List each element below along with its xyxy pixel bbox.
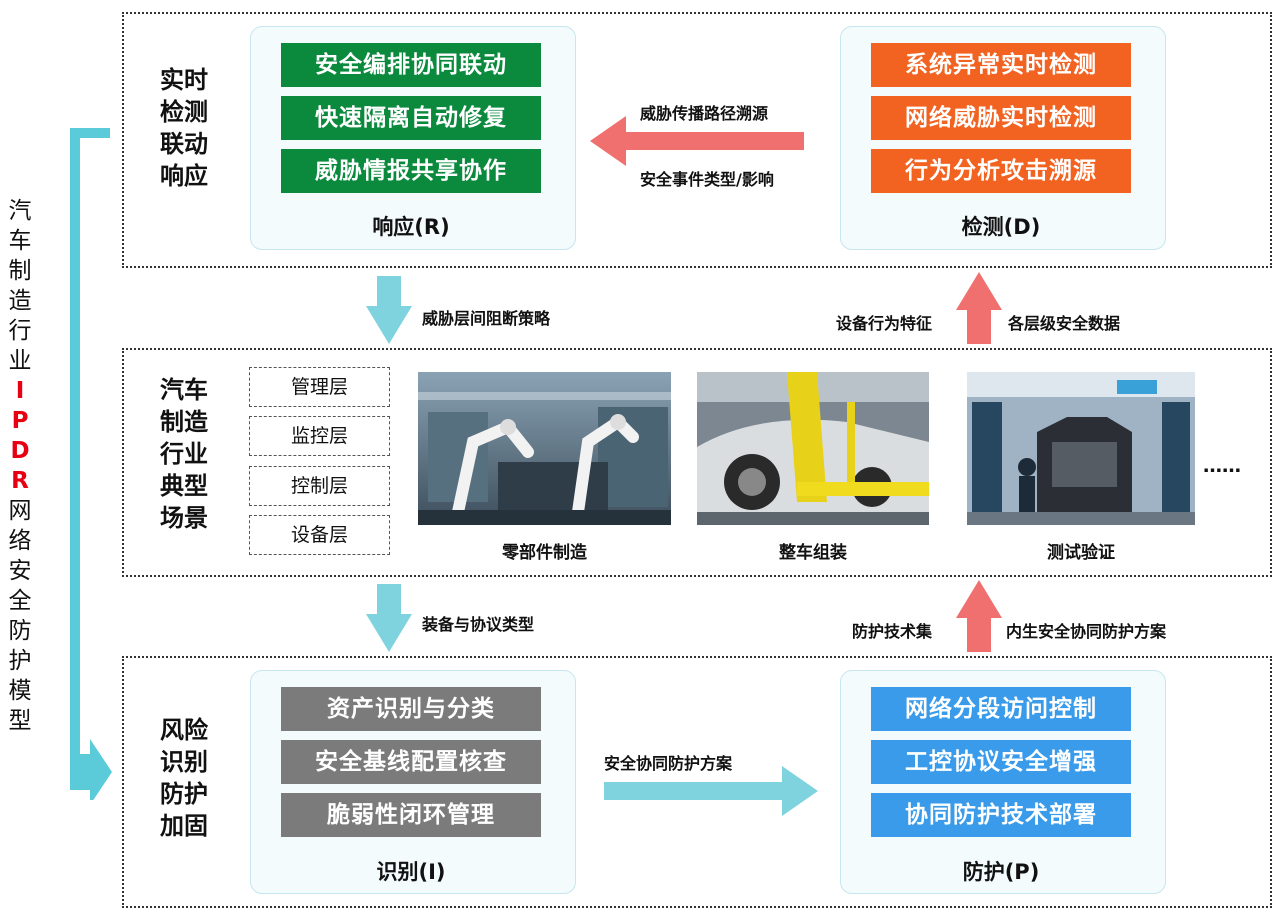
model-title-char: 行: [8, 318, 32, 344]
layer-device: 设备层: [249, 515, 390, 555]
response-item: 快速隔离自动修复: [281, 96, 541, 140]
response-label: 响应(R): [372, 215, 450, 239]
identify-item: 资产识别与分类: [281, 687, 541, 731]
identify-label: 识别(I): [376, 860, 446, 884]
up-arrow-bottom: [956, 580, 1002, 652]
model-title: 汽 车 制 造 行 业 I P D R 网 络 安 全 防 护 模 型: [6, 196, 34, 736]
model-title-char: 型: [8, 708, 32, 734]
model-title-acronym: I: [15, 378, 25, 404]
identify-item: 脆弱性闭环管理: [281, 793, 541, 837]
model-title-char: 业: [8, 348, 32, 374]
bottom-section: [122, 656, 1272, 908]
scene-parts-manufacturing-image: [418, 372, 671, 525]
down-arrow-top: [366, 276, 412, 344]
more-scenes-ellipsis: ……: [1203, 455, 1241, 477]
detect-to-respond-arrow: [590, 116, 804, 166]
protect-item: 协同防护技术部署: [871, 793, 1131, 837]
up-arrow-top-right-label: 各层级安全数据: [1008, 314, 1121, 333]
scene-parts-manufacturing-caption: 零部件制造: [502, 543, 587, 563]
down-arrow-top-label: 威胁层间阻断策略: [422, 309, 551, 328]
up-arrow-top: [956, 272, 1002, 344]
model-title-acronym: R: [11, 468, 29, 494]
detection-item: 行为分析攻击溯源: [871, 149, 1131, 193]
model-title-char: 网: [8, 498, 32, 524]
identify-to-protect-arrow: [604, 766, 818, 816]
layer-monitoring: 监控层: [249, 416, 390, 456]
cycle-bracket-arrow: [70, 128, 112, 800]
top-section: [122, 12, 1272, 268]
model-title-char: 造: [8, 288, 32, 314]
model-title-acronym: D: [10, 438, 30, 464]
response-item: 威胁情报共享协作: [281, 149, 541, 193]
top-section-title: 实时 检测 联动 响应: [160, 66, 208, 190]
up-arrow-bottom-left-label: 防护技术集: [852, 622, 933, 641]
down-arrow-bottom-label: 装备与协议类型: [422, 615, 535, 634]
model-title-char: 防: [8, 618, 32, 644]
middle-section-title: 汽车 制造 行业 典型 场景: [160, 376, 208, 532]
detection-label: 检测(D): [961, 215, 1041, 239]
protect-label: 防护(P): [962, 860, 1040, 884]
response-item: 安全编排协同联动: [281, 43, 541, 87]
model-title-char: 络: [8, 528, 32, 554]
detect-to-respond-label-bottom: 安全事件类型/影响: [640, 170, 774, 189]
protect-item: 工控协议安全增强: [871, 740, 1131, 784]
down-arrow-bottom: [366, 584, 412, 652]
scene-vehicle-assembly-caption: 整车组装: [779, 543, 847, 563]
model-title-char: 模: [8, 678, 32, 704]
model-title-char: 护: [8, 648, 32, 674]
scene-vehicle-assembly-image: [697, 372, 929, 525]
middle-section: [122, 348, 1272, 577]
up-arrow-bottom-right-label: 内生安全协同防护方案: [1006, 622, 1167, 641]
model-title-acronym: P: [11, 408, 29, 434]
model-title-char: 全: [8, 588, 32, 614]
detection-item: 网络威胁实时检测: [871, 96, 1131, 140]
up-arrow-top-left-label: 设备行为特征: [836, 314, 933, 333]
protect-item: 网络分段访问控制: [871, 687, 1131, 731]
layer-control: 控制层: [249, 466, 390, 506]
model-title-char: 安: [8, 558, 32, 584]
bottom-section-title: 风险 识别 防护 加固: [160, 716, 208, 840]
detection-item: 系统异常实时检测: [871, 43, 1131, 87]
identify-to-protect-label: 安全协同防护方案: [604, 754, 733, 773]
scene-testing-validation-caption: 测试验证: [1047, 543, 1115, 563]
model-title-char: 制: [8, 258, 32, 284]
layer-management: 管理层: [249, 367, 390, 407]
detect-to-respond-label-top: 威胁传播路径溯源: [640, 104, 769, 123]
scene-testing-validation-image: [967, 372, 1195, 525]
model-title-char: 车: [8, 228, 32, 254]
identify-item: 安全基线配置核查: [281, 740, 541, 784]
model-title-char: 汽: [8, 198, 32, 224]
